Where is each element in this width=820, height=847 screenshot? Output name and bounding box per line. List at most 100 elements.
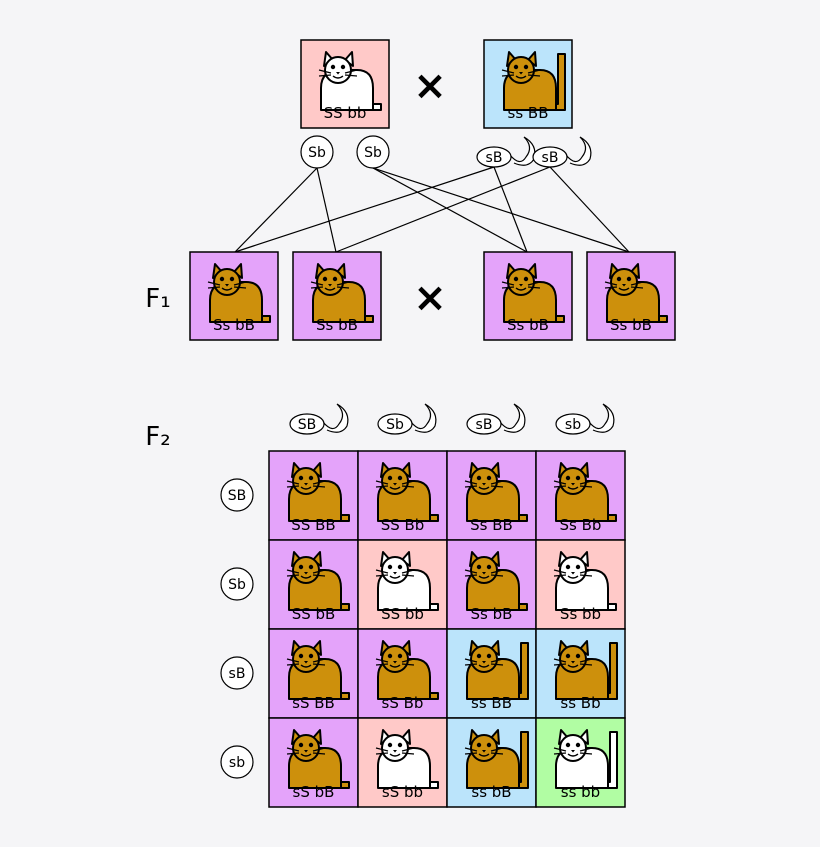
genotype-label: SS bb bbox=[324, 104, 367, 122]
genotype-label: sS BB bbox=[292, 694, 335, 712]
f1-offspring-box: Ss bB bbox=[586, 251, 676, 341]
gamete-line bbox=[335, 166, 551, 253]
cat-icon bbox=[553, 551, 617, 611]
gamete-label: sB bbox=[476, 417, 493, 433]
f2-grid-cell: Ss Bb bbox=[535, 450, 626, 541]
cat-icon bbox=[207, 263, 271, 323]
genotype-label: SS Bb bbox=[381, 516, 425, 534]
egg-gamete: sB bbox=[220, 656, 254, 690]
sperm-gamete: sB bbox=[476, 136, 536, 168]
gamete-line bbox=[234, 167, 318, 253]
cat-icon bbox=[464, 729, 529, 789]
f2-label: F₂ bbox=[145, 422, 170, 452]
parent-cross-symbol: × bbox=[413, 63, 447, 109]
genotype-label: Ss BB bbox=[470, 516, 513, 534]
f1-cross-symbol: × bbox=[413, 275, 447, 321]
f2-grid-cell: sS BB bbox=[268, 628, 359, 719]
gamete-label: Sb bbox=[364, 145, 382, 161]
cat-icon bbox=[375, 551, 439, 611]
f2-grid-cell: ss bb bbox=[535, 717, 626, 808]
gamete-label: sB bbox=[229, 666, 246, 682]
f2-grid-cell: ss Bb bbox=[535, 628, 626, 719]
cat-icon bbox=[464, 640, 529, 700]
genotype-label: ss BB bbox=[508, 104, 549, 122]
genotype-label: Ss Bb bbox=[560, 516, 602, 534]
f2-grid-cell: SS bB bbox=[268, 539, 359, 630]
egg-gamete: Sb bbox=[356, 135, 390, 169]
f2-grid-cell: sS bB bbox=[268, 717, 359, 808]
f2-grid-cell: SS bb bbox=[357, 539, 448, 630]
genotype-label: sS Bb bbox=[382, 694, 424, 712]
f1-offspring-box: Ss bB bbox=[292, 251, 382, 341]
sperm-gamete: sB bbox=[532, 136, 592, 168]
f2-grid-cell: SS BB bbox=[268, 450, 359, 541]
cat-icon bbox=[604, 263, 668, 323]
gamete-line bbox=[234, 166, 495, 253]
cat-icon bbox=[501, 51, 566, 111]
gamete-label: Sb bbox=[308, 145, 326, 161]
genotype-label: SS BB bbox=[291, 516, 335, 534]
f1-offspring-box: Ss bB bbox=[189, 251, 279, 341]
sperm-gamete: SB bbox=[289, 403, 349, 435]
egg-gamete: Sb bbox=[300, 135, 334, 169]
cat-icon bbox=[310, 263, 374, 323]
egg-gamete: SB bbox=[220, 478, 254, 512]
gamete-label: SB bbox=[228, 488, 247, 504]
cat-icon bbox=[286, 551, 350, 611]
egg-gamete: Sb bbox=[220, 567, 254, 601]
genotype-label: Ss bB bbox=[316, 316, 358, 334]
gamete-line bbox=[372, 167, 630, 253]
gamete-label: Sb bbox=[228, 577, 246, 593]
genotype-label: SS bb bbox=[381, 605, 424, 623]
gamete-label: sb bbox=[565, 417, 581, 433]
parent-left-box: SS bb bbox=[300, 39, 390, 129]
f2-grid-cell: ss bB bbox=[446, 717, 537, 808]
gamete-connection-lines bbox=[234, 166, 630, 253]
egg-gamete: sb bbox=[220, 745, 254, 779]
genotype-label: ss bb bbox=[561, 783, 600, 801]
f1-offspring-box: Ss bB bbox=[483, 251, 573, 341]
cat-icon bbox=[318, 51, 382, 111]
gamete-label: sb bbox=[229, 755, 245, 771]
gamete-label: Sb bbox=[386, 417, 404, 433]
cat-icon bbox=[375, 462, 439, 522]
genotype-label: sS bB bbox=[293, 783, 335, 801]
gamete-line bbox=[316, 167, 337, 253]
f2-grid-cell: Ss bB bbox=[446, 539, 537, 630]
f2-grid-cell: sS Bb bbox=[357, 628, 448, 719]
genotype-label: ss Bb bbox=[560, 694, 600, 712]
f2-grid-cell: Ss bb bbox=[535, 539, 626, 630]
genotype-label: sS bb bbox=[382, 783, 423, 801]
sperm-gamete: sB bbox=[466, 403, 526, 435]
cat-icon bbox=[553, 729, 618, 789]
gamete-label: sB bbox=[486, 150, 503, 166]
genotype-label: Ss bB bbox=[507, 316, 549, 334]
cat-icon bbox=[464, 462, 528, 522]
f2-grid-cell: Ss BB bbox=[446, 450, 537, 541]
genotype-label: ss bB bbox=[471, 783, 511, 801]
genotype-label: Ss bB bbox=[610, 316, 652, 334]
gamete-line bbox=[372, 167, 528, 253]
genotype-label: Ss bb bbox=[560, 605, 601, 623]
sperm-gamete: sb bbox=[555, 403, 615, 435]
cat-icon bbox=[375, 729, 439, 789]
cat-icon bbox=[286, 640, 350, 700]
f2-grid-cell: sS bb bbox=[357, 717, 448, 808]
f2-grid-cell: SS Bb bbox=[357, 450, 448, 541]
parent-right-box: ss BB bbox=[483, 39, 573, 129]
cat-icon bbox=[553, 640, 618, 700]
gamete-line bbox=[549, 166, 630, 253]
sperm-gamete: Sb bbox=[377, 403, 437, 435]
gamete-label: sB bbox=[542, 150, 559, 166]
cat-icon bbox=[286, 462, 350, 522]
f1-label: F₁ bbox=[145, 284, 170, 314]
cat-icon bbox=[464, 551, 528, 611]
cat-icon bbox=[375, 640, 439, 700]
cat-icon bbox=[553, 462, 617, 522]
f2-grid-cell: ss BB bbox=[446, 628, 537, 719]
gamete-line bbox=[493, 166, 528, 253]
cat-icon bbox=[501, 263, 565, 323]
gamete-label: SB bbox=[298, 417, 317, 433]
